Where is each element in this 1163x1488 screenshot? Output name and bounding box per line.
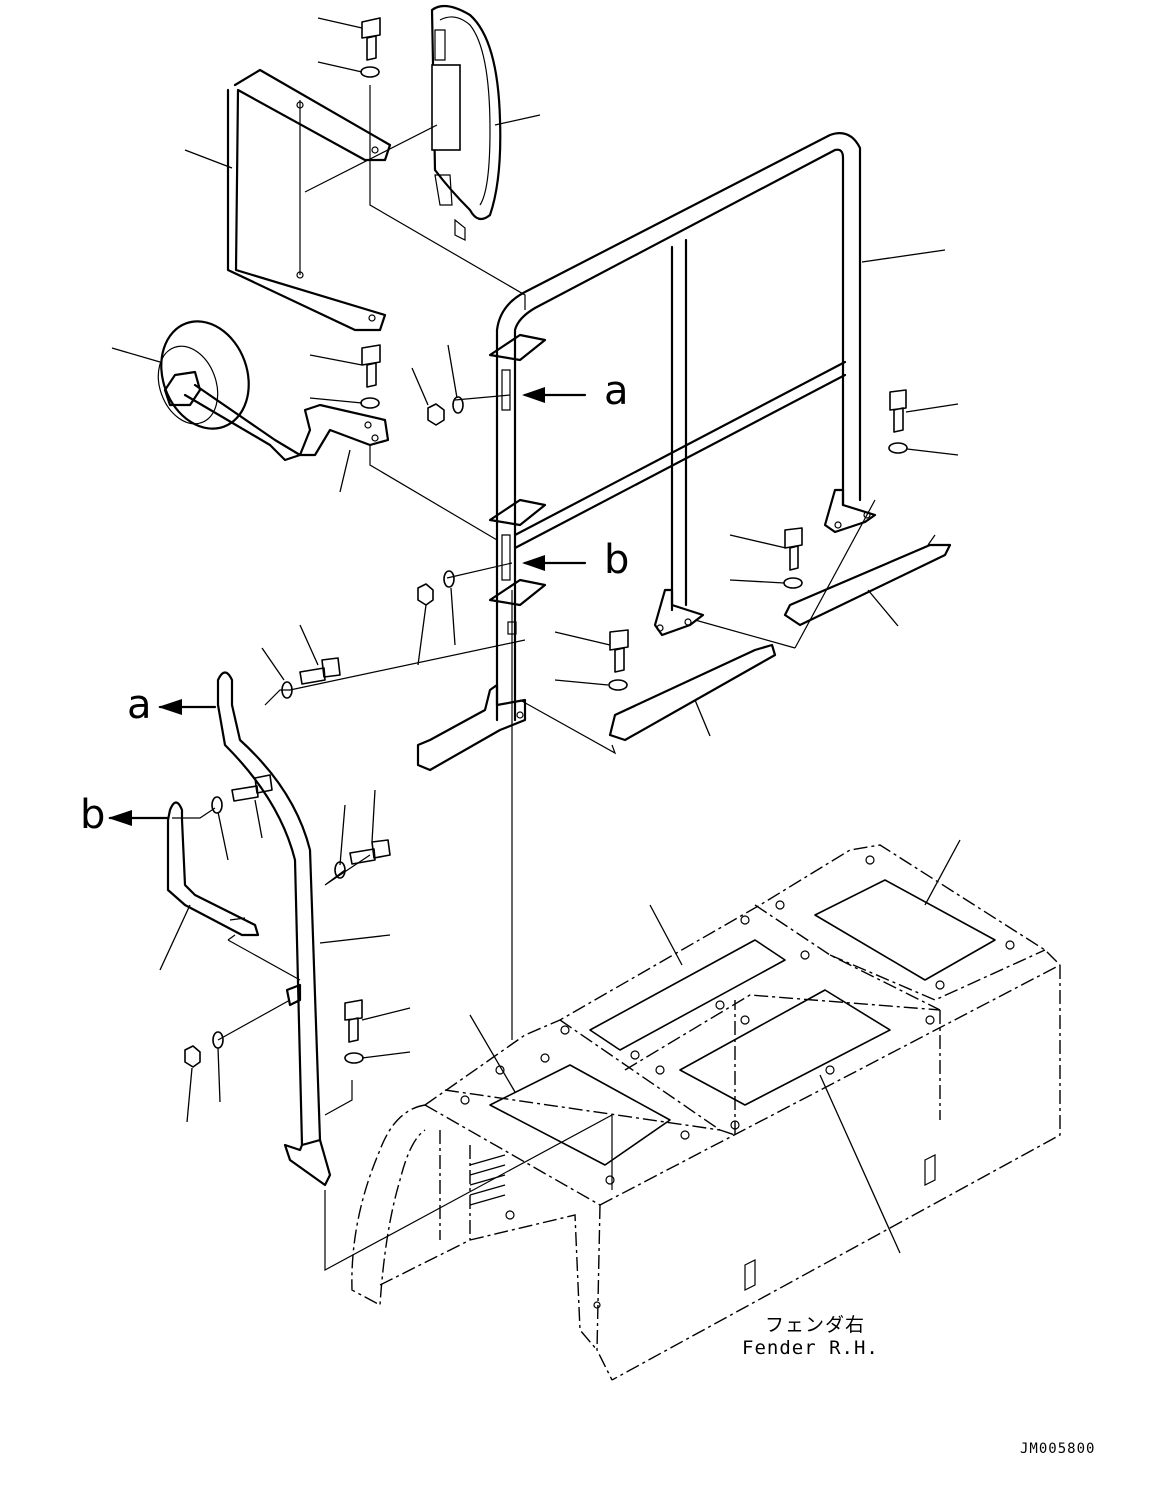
leader-lines bbox=[111, 17, 961, 1254]
caption-english: Fender R.H. bbox=[742, 1337, 879, 1359]
handrail-main bbox=[416, 132, 877, 772]
fasteners bbox=[184, 17, 908, 1068]
caption-japanese: フェンダ右 bbox=[765, 1314, 866, 1336]
mirror-bracket bbox=[226, 68, 392, 332]
drawing-code: JM005800 bbox=[1020, 1441, 1096, 1457]
handrail-small bbox=[166, 801, 260, 937]
mirror bbox=[430, 4, 502, 241]
ref-label-b-left: b bbox=[80, 792, 106, 838]
ref-label-a-top: a bbox=[604, 368, 629, 414]
ref-label-b-top: b bbox=[604, 537, 630, 583]
arrows bbox=[108, 387, 587, 826]
handrail-left bbox=[216, 671, 332, 1187]
step-bracket-right bbox=[783, 534, 952, 627]
fender-outline bbox=[351, 844, 1061, 1381]
step-bracket-left bbox=[608, 643, 777, 742]
ref-label-a-left: a bbox=[127, 682, 152, 728]
assembly-lines bbox=[172, 85, 876, 1272]
work-lamp bbox=[157, 320, 390, 462]
